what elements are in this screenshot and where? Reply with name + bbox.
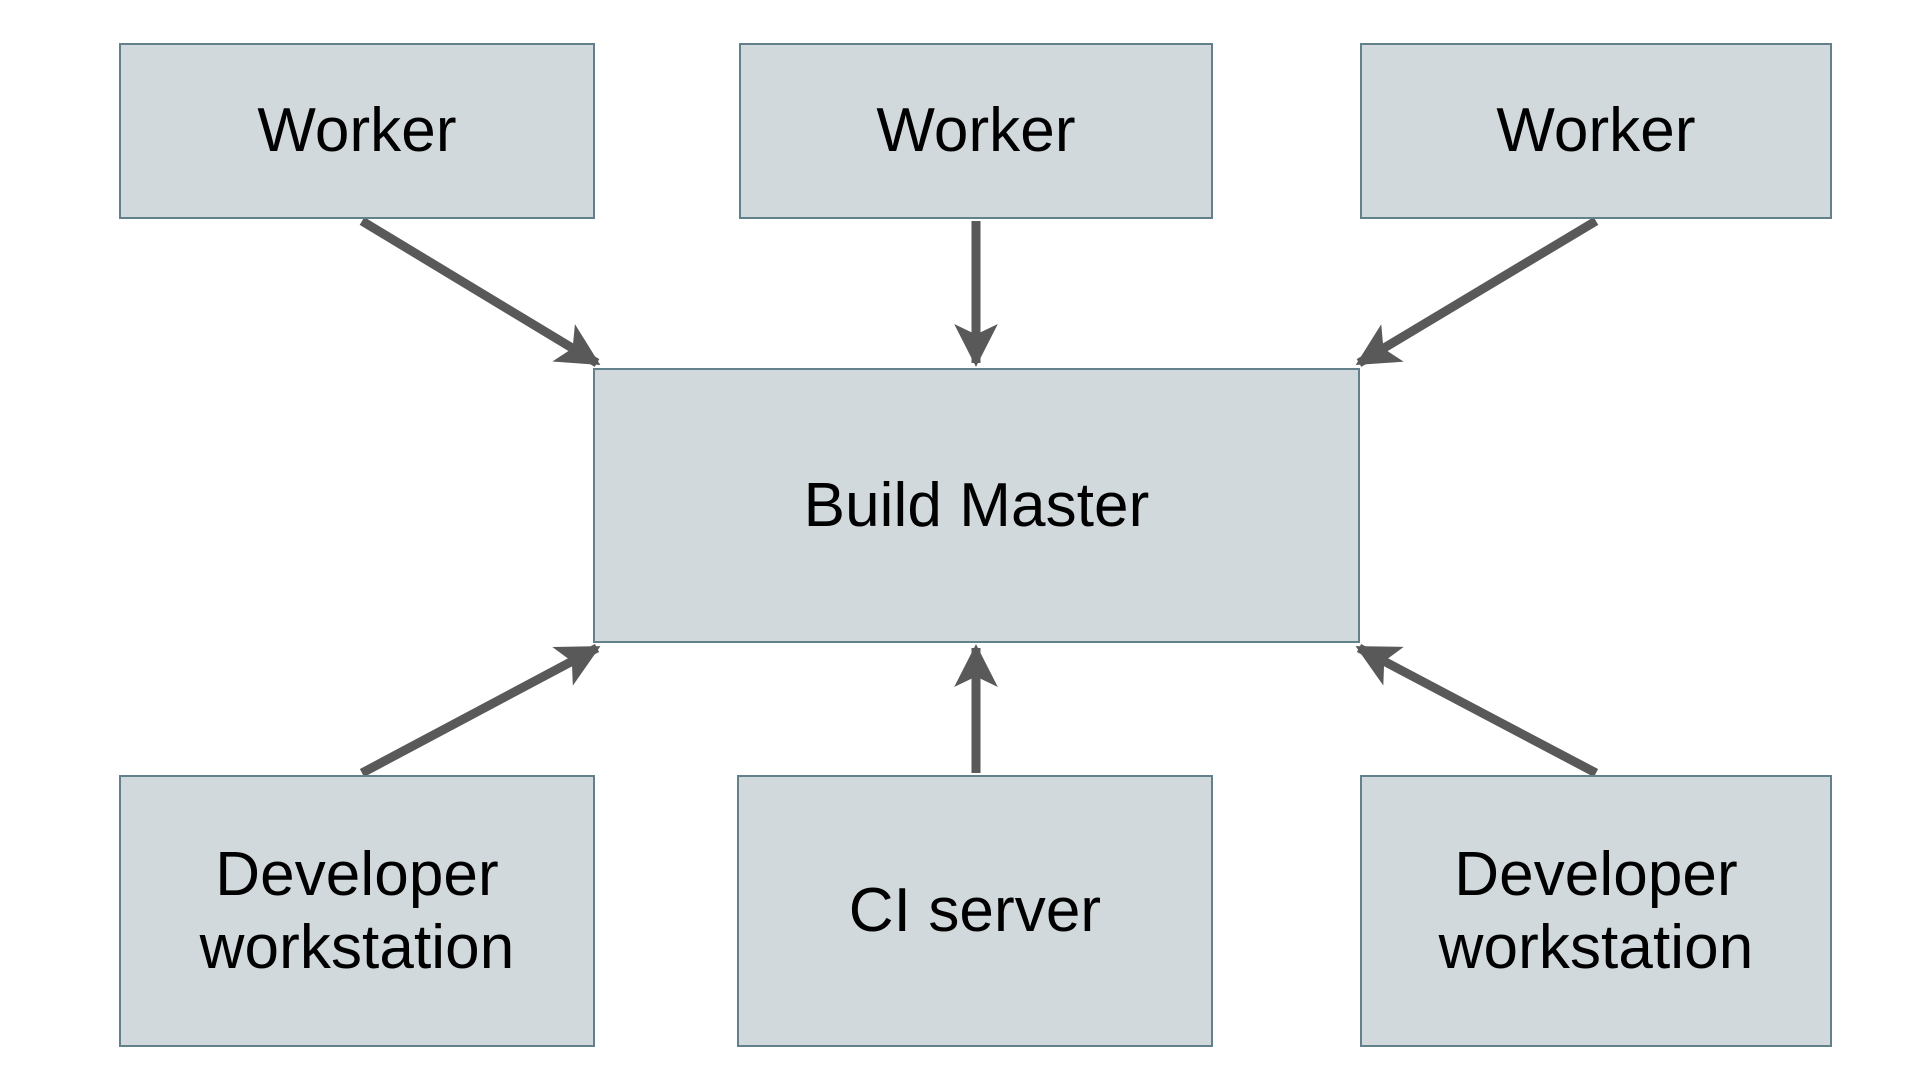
node-build-master-label: Build Master bbox=[803, 470, 1150, 540]
node-developer-workstation-right[interactable]: Developer workstation bbox=[1360, 775, 1832, 1047]
node-worker-3-label: Worker bbox=[1496, 96, 1696, 166]
node-ci-server-label: CI server bbox=[848, 876, 1102, 946]
edge-dev-left-to-build-master bbox=[359, 644, 601, 777]
node-developer-workstation-left-label: Developer workstation bbox=[199, 839, 515, 982]
node-worker-2-label: Worker bbox=[876, 96, 1076, 166]
node-worker-1[interactable]: Worker bbox=[119, 43, 595, 219]
node-worker-3[interactable]: Worker bbox=[1360, 43, 1832, 219]
node-build-master[interactable]: Build Master bbox=[593, 368, 1360, 643]
node-worker-1-label: Worker bbox=[257, 96, 457, 166]
node-developer-workstation-left[interactable]: Developer workstation bbox=[119, 775, 595, 1047]
node-worker-2[interactable]: Worker bbox=[739, 43, 1213, 219]
edge-worker-3-to-build-master bbox=[1355, 217, 1599, 367]
edge-dev-right-to-build-master bbox=[1355, 644, 1599, 777]
node-developer-workstation-right-label: Developer workstation bbox=[1438, 839, 1754, 982]
edge-worker-1-to-build-master bbox=[359, 217, 601, 367]
node-ci-server[interactable]: CI server bbox=[737, 775, 1213, 1047]
